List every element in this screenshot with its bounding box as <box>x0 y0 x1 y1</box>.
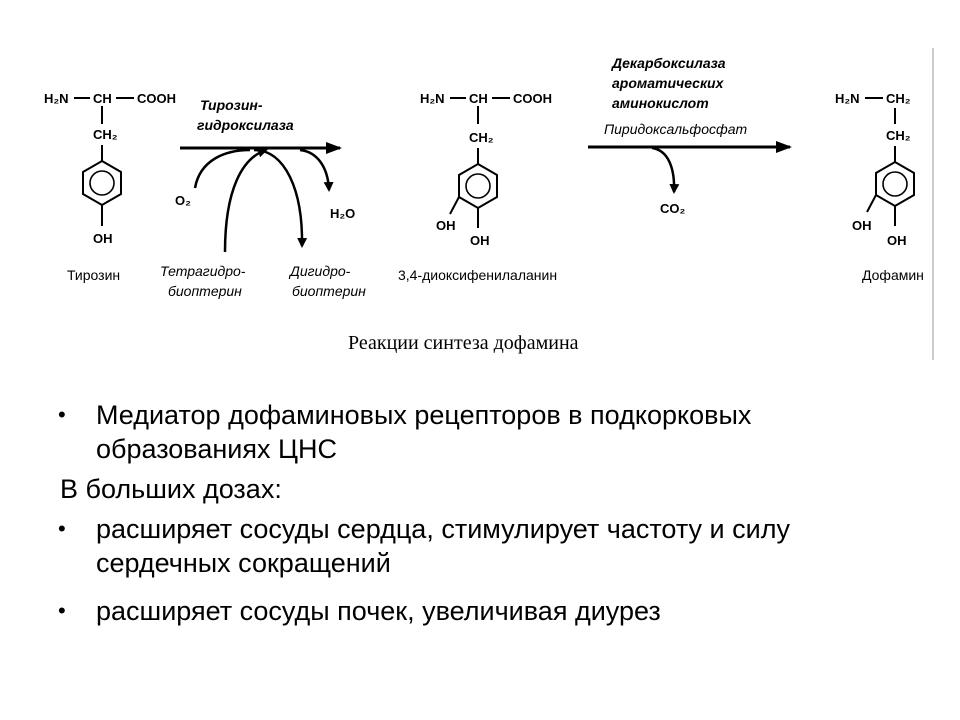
dopamine-oh2: OH <box>887 233 907 248</box>
co2-curve <box>651 146 680 194</box>
cofactor-in-line2: биоптерин <box>168 283 242 299</box>
tyrosine-ch: CH <box>93 91 112 106</box>
bullet-dot: • <box>58 598 66 623</box>
bullet-dot: • <box>58 402 66 427</box>
tyrosine-oh: OH <box>93 231 113 246</box>
dopamine-h2n: H₂N <box>835 91 860 106</box>
enzyme2-line1: Декарбоксилаза <box>611 55 726 71</box>
bullet-text-3: расширяет сосуды почек, увеличивая диуре… <box>96 596 661 626</box>
bullet-item-1: • Медиатор дофаминовых рецепторов в подк… <box>58 398 918 466</box>
diagram-caption: Реакции синтеза дофамина <box>348 332 579 354</box>
bullet-text-2: расширяет сосуды сердца, стимулирует час… <box>96 514 790 578</box>
dopamine-ch2a: CH₂ <box>886 91 911 106</box>
o2-curve <box>193 148 251 189</box>
dopa-ch2: CH₂ <box>469 130 494 145</box>
dopamine-benzene-ring <box>875 160 915 208</box>
dopamine-structure: H₂N CH₂ CH₂ OH OH Дофамин <box>835 91 924 283</box>
subheading: В больших дозах: <box>60 474 282 504</box>
dopamine-ch2b: CH₂ <box>886 128 911 143</box>
cofactor-out-line1: Дигидро- <box>288 263 351 279</box>
dopa-structure: H₂N CH COOH CH₂ OH OH 3,4-диоксифенилала… <box>398 91 557 283</box>
dopa-oh2: OH <box>470 233 490 248</box>
tyrosine-name: Тирозин <box>67 267 120 283</box>
dopa-ch: CH <box>469 91 488 106</box>
cofactor-in-line1: Тетрагидро- <box>160 263 246 279</box>
enzyme1-line1: Тирозин- <box>200 97 263 113</box>
h2o-label: H₂O <box>330 206 355 221</box>
reaction2: Декарбоксилаза ароматических аминокислот… <box>588 55 792 216</box>
enzyme2-line2: ароматических <box>612 75 725 91</box>
cofactor2-label: Пиридоксальфосфат <box>604 121 747 137</box>
dopamine-oh1: OH <box>852 218 872 233</box>
co2-label: CO₂ <box>660 201 686 216</box>
text-content: • Медиатор дофаминовых рецепторов в подк… <box>58 398 918 634</box>
tyrosine-ch2: CH₂ <box>93 127 118 142</box>
reaction1: Тирозин- гидроксилаза O₂ H₂O Тетрагидро-… <box>160 97 366 299</box>
tyrosine-benzene-ring <box>82 159 122 207</box>
dopa-name: 3,4-диоксифенилаланин <box>398 267 557 283</box>
cofactor-out-line2: биоптерин <box>292 283 366 299</box>
o2-label: O₂ <box>175 193 191 208</box>
enzyme1-line2: гидроксилаза <box>197 117 294 133</box>
dopamine-name: Дофамин <box>862 267 924 283</box>
dopa-h2n: H₂N <box>420 91 445 106</box>
dopamine-synthesis-diagram: H₂N CH COOH CH₂ OH Тирозин Тирозин- гидр… <box>44 48 934 360</box>
tyrosine-h2n: H₂N <box>44 91 69 106</box>
dopa-oh1: OH <box>436 218 456 233</box>
tetrahydrobiopterin-curve <box>223 147 268 253</box>
bullet-item-2: • расширяет сосуды сердца, стимулирует ч… <box>58 512 918 580</box>
tyrosine-cooh: COOH <box>137 91 176 106</box>
dopa-cooh: COOH <box>513 91 552 106</box>
dihydrobiopterin-curve <box>253 148 308 248</box>
bullet-item-3: • расширяет сосуды почек, увеличивая диу… <box>58 594 918 628</box>
bullet-dot: • <box>58 516 66 541</box>
dopa-benzene-ring <box>458 162 498 210</box>
h2o-curve <box>299 148 334 192</box>
tyrosine-structure: H₂N CH COOH CH₂ OH Тирозин <box>44 91 176 283</box>
enzyme2-line3: аминокислот <box>612 95 709 111</box>
bullet-text-1: Медиатор дофаминовых рецепторов в подкор… <box>96 400 752 464</box>
